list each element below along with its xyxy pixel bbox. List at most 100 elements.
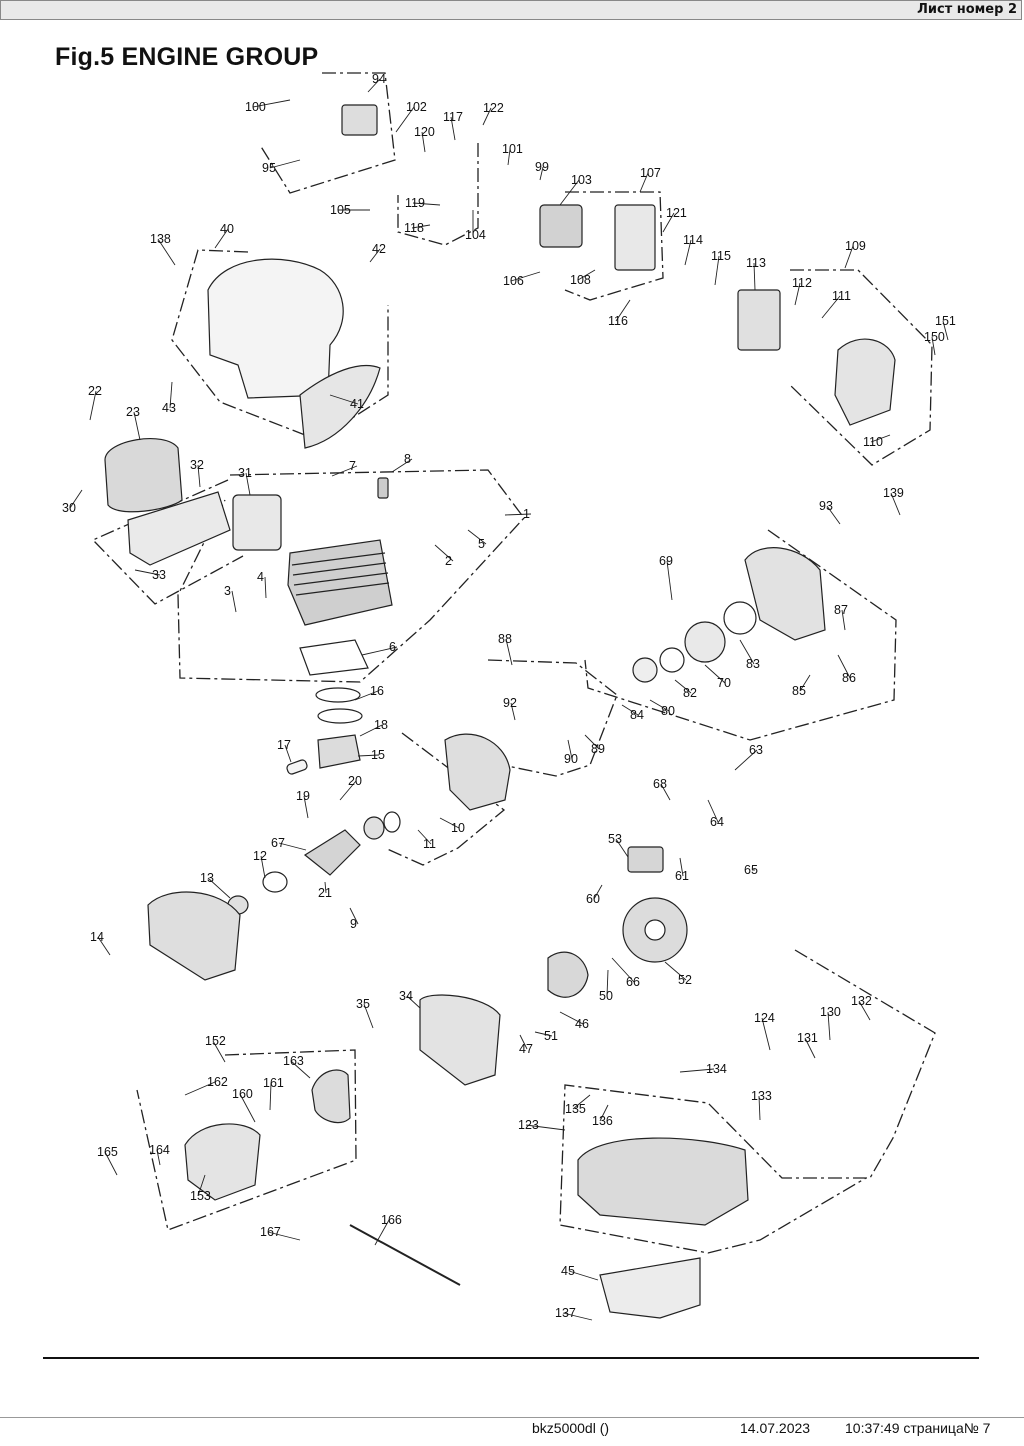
callout-leader-23 [133,411,141,441]
callout-leader-102 [395,106,415,133]
callout-leader-21 [324,881,327,894]
callout-leader-1 [504,513,532,516]
callout-leader-30 [69,489,83,509]
callout-leader-4 [264,576,267,599]
callout-leader-100 [252,99,291,108]
callout-leader-116 [615,299,631,322]
callout-leader-133 [758,1095,761,1121]
callout-label-70: 70 [717,676,731,690]
recoil-reel-part [684,621,726,663]
callout-leader-118 [411,224,431,229]
fan-housing-part [419,994,501,1086]
callout-label-89: 89 [591,742,605,756]
callout-leader-47 [519,1034,528,1050]
callout-label-8: 8 [404,452,411,466]
spark-plug-part [377,477,389,499]
assembly-outline-7 [91,479,244,605]
callout-label-7: 7 [349,459,356,473]
recoil-pulley-part [632,657,658,683]
callout-label-5: 5 [478,537,485,551]
callout-label-123: 123 [518,1118,539,1132]
callout-leader-106 [510,271,541,282]
callout-label-150: 150 [924,330,945,344]
flywheel-hub-part [644,919,666,941]
callout-label-106: 106 [503,274,524,288]
callout-leader-64 [707,799,719,823]
callout-label-14: 14 [90,930,104,944]
callout-leader-66 [611,957,635,983]
callout-label-118: 118 [404,221,424,235]
footer-bar [0,1417,1024,1446]
air-cleaner-cover-part [207,258,344,399]
piston-part [317,734,361,769]
air-box-part [614,204,656,271]
callout-label-105: 105 [330,203,351,217]
callout-label-100: 100 [245,100,266,114]
callout-leader-69 [666,560,673,601]
callout-label-9: 9 [350,917,357,931]
muffler-guard-part [127,491,231,566]
recoil-case-part [744,547,826,641]
flex-shaft-part [349,1224,461,1286]
callout-leader-95 [269,159,301,169]
callout-label-40: 40 [220,222,234,236]
callout-leader-17 [284,744,292,763]
callout-label-35: 35 [356,997,370,1011]
callout-label-52: 52 [678,973,692,987]
callout-leader-110 [870,434,891,443]
callout-leader-114 [684,239,692,266]
callout-label-130: 130 [820,1005,841,1019]
callout-leader-150 [931,336,936,356]
callout-leader-165 [104,1151,118,1176]
callout-leader-136 [599,1104,609,1122]
callout-label-103: 103 [571,173,592,187]
callout-label-19: 19 [296,789,310,803]
callout-leader-153 [197,1174,206,1197]
callout-leader-119 [412,202,441,206]
callout-leader-151 [942,320,949,341]
cylinder-gasket-part [299,639,369,676]
assembly-outline-11 [559,949,936,1254]
callout-leader-92 [510,702,516,721]
assembly-outline-1 [259,72,396,194]
callout-label-160: 160 [232,1087,253,1101]
callout-leader-138 [157,238,176,266]
carburetor-part [539,204,583,248]
callout-leader-112 [794,282,801,306]
callout-label-65: 65 [744,863,758,877]
ignition-coil-part [627,846,664,873]
callout-leader-33 [134,569,161,576]
callout-leader-90 [567,739,573,760]
callout-label-133: 133 [751,1089,772,1103]
cylinder-fins-part [291,552,390,596]
callout-leader-82 [674,679,692,694]
callout-label-99: 99 [535,160,549,174]
callout-leader-121 [662,212,675,233]
callout-label-137: 137 [555,1306,576,1320]
callout-label-165: 165 [97,1145,118,1159]
callout-label-132: 132 [851,994,872,1008]
callout-leader-86 [837,654,851,679]
piston-ring-upper-part [315,687,361,703]
callout-label-41: 41 [350,397,364,411]
callout-label-30: 30 [62,501,76,515]
clutch-drum-part [311,1069,351,1124]
callout-leader-9 [349,907,359,925]
assembly-outline-3 [564,191,664,301]
callout-label-104: 104 [465,228,486,242]
callout-leader-20 [339,780,357,801]
callout-leader-68 [660,783,671,801]
callout-label-13: 13 [200,871,214,885]
callout-label-86: 86 [842,671,856,685]
callout-label-88: 88 [498,632,512,646]
callout-leader-50 [606,969,609,997]
callout-leader-61 [679,857,684,877]
callout-label-61: 61 [675,869,689,883]
callout-label-124: 124 [754,1011,775,1025]
callout-label-50: 50 [599,989,613,1003]
callout-label-114: 114 [683,233,703,247]
callout-leader-123 [525,1124,566,1131]
crankshaft-part [303,829,361,876]
callout-label-6: 6 [389,640,396,654]
